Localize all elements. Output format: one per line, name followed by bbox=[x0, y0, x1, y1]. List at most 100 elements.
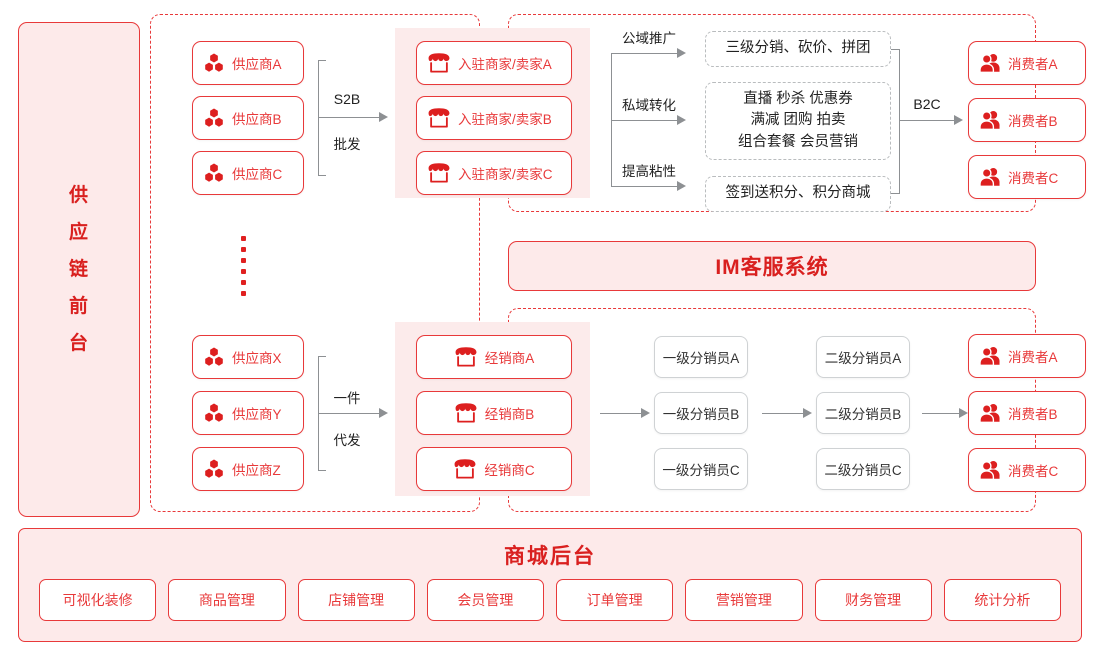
users-icon bbox=[979, 52, 1001, 74]
node-label: 二级分销员B bbox=[824, 407, 902, 422]
bracket-bottom-s2b bbox=[318, 175, 326, 177]
divider-dot bbox=[240, 280, 246, 285]
panel-char-2: 链 bbox=[68, 258, 89, 280]
node-supplier-b[interactable]: 供应商B bbox=[192, 96, 304, 140]
mall-backend-button-row: 可视化装修 商品管理 店铺管理 会员管理 订单管理 营销管理 财务管理 统计分析 bbox=[39, 579, 1061, 621]
node-label: 消费者A bbox=[1008, 350, 1058, 365]
dashed-region-supply-left bbox=[150, 14, 480, 512]
shop-icon bbox=[427, 52, 451, 74]
node-level2-distributor-a[interactable]: 二级分销员A bbox=[816, 336, 910, 378]
panel-char-0: 供 bbox=[68, 184, 89, 206]
node-label: 消费者C bbox=[1008, 171, 1059, 186]
connector-label-dropship: 代发 bbox=[333, 433, 361, 448]
node-label: 供应商B bbox=[232, 112, 282, 127]
b2c-merge-bottom bbox=[891, 193, 900, 195]
arrow-head-dealer-to-l1 bbox=[641, 408, 650, 418]
node-level2-distributor-b[interactable]: 二级分销员B bbox=[816, 392, 910, 434]
hexagons-icon bbox=[203, 52, 225, 74]
node-label: 消费者C bbox=[1008, 464, 1059, 479]
channel-box-sticky[interactable]: 签到送积分、积分商城 bbox=[705, 176, 891, 212]
b2c-merge-top bbox=[891, 49, 900, 51]
hexagons-icon bbox=[203, 458, 225, 480]
node-dealer-c[interactable]: 经销商C bbox=[416, 447, 572, 491]
panel-char-4: 台 bbox=[68, 333, 89, 355]
node-label: 经销商A bbox=[484, 351, 535, 366]
hexagons-icon bbox=[203, 402, 225, 424]
node-supplier-y[interactable]: 供应商Y bbox=[192, 391, 304, 435]
backend-button-store-management[interactable]: 店铺管理 bbox=[297, 579, 415, 621]
channel-box-private[interactable]: 直播 秒杀 优惠券 满减 团购 拍卖 组合套餐 会员营销 bbox=[705, 82, 891, 160]
node-consumer-bottom-a[interactable]: 消费者A bbox=[968, 334, 1086, 378]
node-label: 一级分销员A bbox=[662, 351, 740, 366]
channel-box-line-2: 满减 团购 拍卖 bbox=[750, 112, 846, 129]
arrow-head-dropship bbox=[379, 408, 388, 418]
channel-label-public: 公域推广 bbox=[622, 31, 676, 46]
node-consumer-top-a[interactable]: 消费者A bbox=[968, 41, 1086, 85]
arrow-line-dealer-to-l1 bbox=[600, 413, 642, 415]
arrow-head-l1-to-l2 bbox=[803, 408, 812, 418]
node-level1-distributor-a[interactable]: 一级分销员A bbox=[654, 336, 748, 378]
arrow-line-s2b bbox=[318, 117, 380, 119]
node-consumer-top-c[interactable]: 消费者C bbox=[968, 155, 1086, 199]
channel-line-private bbox=[611, 120, 678, 122]
mall-backend-panel: 商城后台 可视化装修 商品管理 店铺管理 会员管理 订单管理 营销管理 财务管理… bbox=[18, 528, 1082, 642]
backend-button-marketing-management[interactable]: 营销管理 bbox=[685, 579, 803, 621]
channel-line-public bbox=[611, 53, 678, 55]
node-consumer-top-b[interactable]: 消费者B bbox=[968, 98, 1086, 142]
node-merchant-c[interactable]: 入驻商家/卖家C bbox=[416, 151, 572, 195]
arrow-line-l2-to-consumer bbox=[922, 413, 960, 415]
backend-button-order-management[interactable]: 订单管理 bbox=[556, 579, 674, 621]
im-customer-service-bar[interactable]: IM客服系统 bbox=[508, 241, 1036, 291]
shop-icon bbox=[453, 458, 477, 480]
im-customer-service-label: IM客服系统 bbox=[715, 256, 829, 279]
channel-arrow-public bbox=[677, 48, 686, 58]
node-supplier-a[interactable]: 供应商A bbox=[192, 41, 304, 85]
arrow-line-dropship bbox=[318, 413, 380, 415]
backend-button-finance-management[interactable]: 财务管理 bbox=[814, 579, 932, 621]
node-consumer-bottom-c[interactable]: 消费者C bbox=[968, 448, 1086, 492]
node-supplier-x[interactable]: 供应商X bbox=[192, 335, 304, 379]
node-label: 经销商C bbox=[484, 463, 535, 478]
channel-label-sticky: 提高粘性 bbox=[622, 164, 676, 179]
node-dealer-a[interactable]: 经销商A bbox=[416, 335, 572, 379]
node-merchant-a[interactable]: 入驻商家/卖家A bbox=[416, 41, 572, 85]
channel-box-public[interactable]: 三级分销、砍价、拼团 bbox=[705, 31, 891, 67]
backend-button-visual-decoration[interactable]: 可视化装修 bbox=[39, 579, 157, 621]
shop-icon bbox=[427, 162, 451, 184]
node-dealer-b[interactable]: 经销商B bbox=[416, 391, 572, 435]
node-label: 消费者B bbox=[1008, 114, 1058, 129]
node-merchant-b[interactable]: 入驻商家/卖家B bbox=[416, 96, 572, 140]
node-consumer-bottom-b[interactable]: 消费者B bbox=[968, 391, 1086, 435]
supply-chain-frontend-panel: 供 应 链 前 台 bbox=[18, 22, 140, 517]
bracket-top-dropship bbox=[318, 356, 326, 358]
node-supplier-c[interactable]: 供应商C bbox=[192, 151, 304, 195]
connector-label-b2c: B2C bbox=[913, 96, 941, 112]
shop-icon bbox=[454, 402, 478, 424]
vertical-dots-divider bbox=[240, 236, 246, 296]
backend-button-statistics-analysis[interactable]: 统计分析 bbox=[943, 579, 1061, 621]
node-label: 一级分销员B bbox=[662, 407, 740, 422]
node-label: 二级分销员C bbox=[824, 463, 902, 478]
channel-box-line-1: 直播 秒杀 优惠券 bbox=[743, 90, 853, 107]
shop-icon bbox=[427, 107, 451, 129]
node-level2-distributor-c[interactable]: 二级分销员C bbox=[816, 448, 910, 490]
hexagons-icon bbox=[203, 107, 225, 129]
node-level1-distributor-c[interactable]: 一级分销员C bbox=[654, 448, 748, 490]
backend-button-member-management[interactable]: 会员管理 bbox=[426, 579, 544, 621]
channel-arrow-private bbox=[677, 115, 686, 125]
node-level1-distributor-b[interactable]: 一级分销员B bbox=[654, 392, 748, 434]
divider-dot bbox=[240, 269, 246, 274]
channel-box-line: 三级分销、砍价、拼团 bbox=[725, 40, 871, 57]
arrow-head-l2-to-consumer bbox=[959, 408, 968, 418]
node-label: 入驻商家/卖家C bbox=[458, 167, 553, 182]
backend-button-product-management[interactable]: 商品管理 bbox=[168, 579, 286, 621]
users-icon bbox=[979, 402, 1001, 424]
channel-label-private: 私域转化 bbox=[622, 98, 676, 113]
channel-line-sticky bbox=[611, 186, 678, 188]
node-label: 消费者B bbox=[1008, 407, 1058, 422]
node-label: 供应商A bbox=[232, 57, 282, 72]
node-supplier-z[interactable]: 供应商Z bbox=[192, 447, 304, 491]
arrow-line-l1-to-l2 bbox=[762, 413, 804, 415]
bracket-bottom-dropship bbox=[318, 470, 326, 472]
